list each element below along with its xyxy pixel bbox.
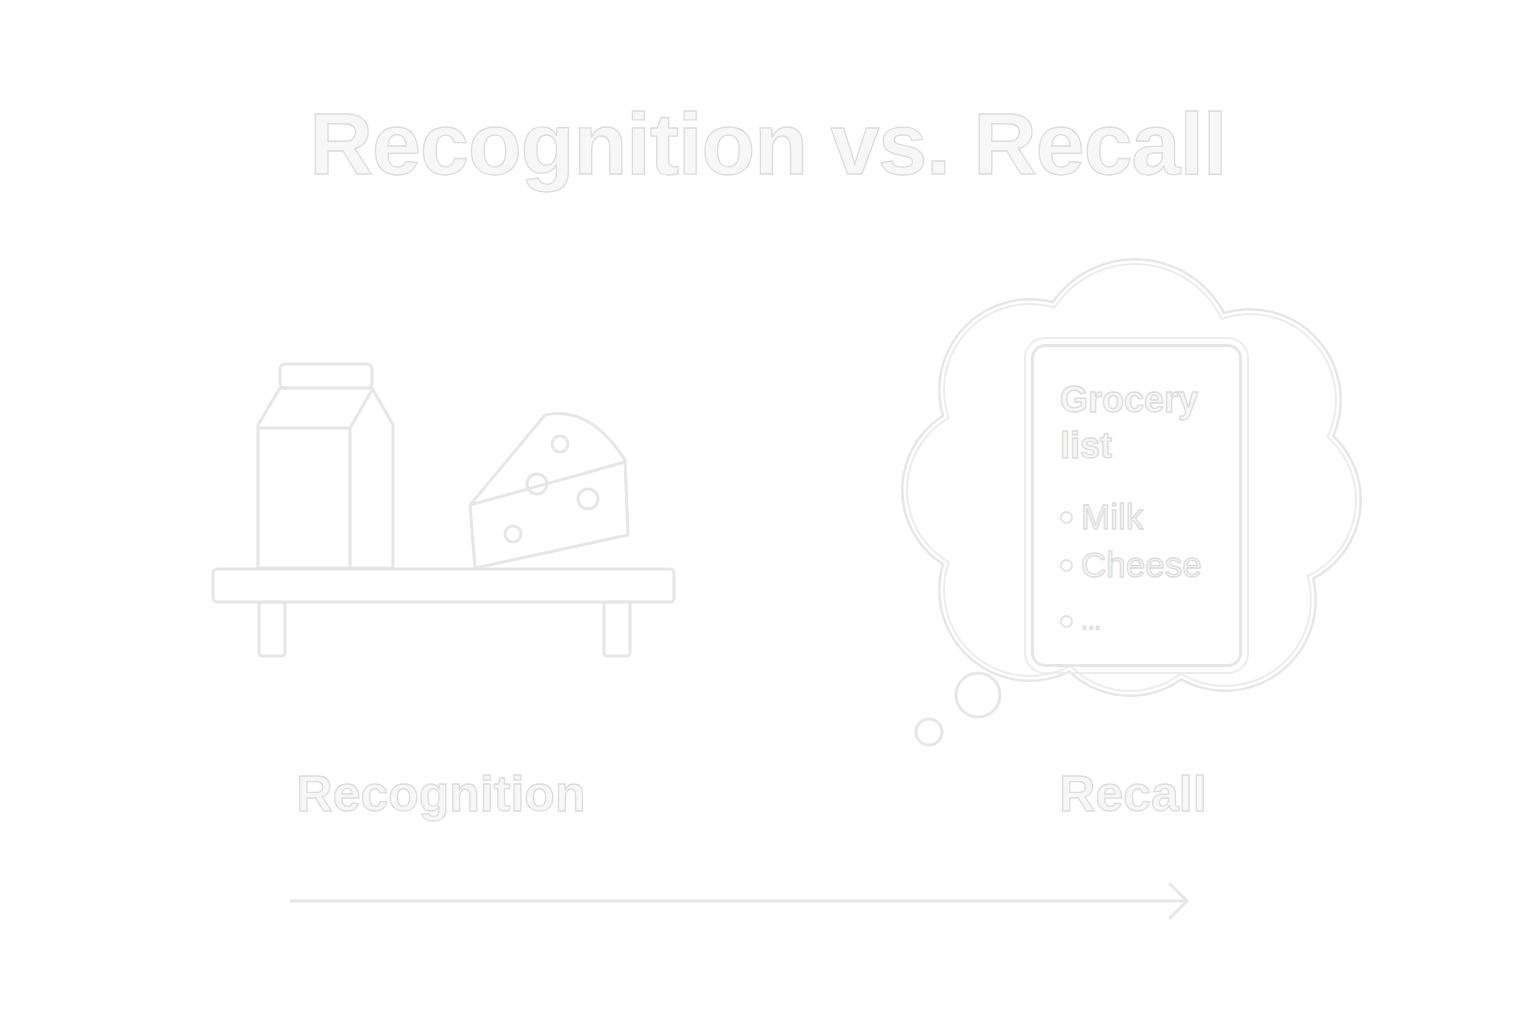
- cheese-hole: [578, 489, 598, 509]
- shelf-leg: [604, 602, 630, 656]
- shelf-illustration: [213, 364, 674, 656]
- thought-bubble: [916, 719, 942, 745]
- list-item: ...: [1081, 599, 1101, 643]
- shelf-plank: [213, 569, 674, 602]
- thought-cloud: [908, 265, 1355, 690]
- carton-fold: [258, 390, 372, 568]
- bullet-dot: [1060, 615, 1073, 628]
- cheese-hole: [527, 474, 547, 494]
- section-label: Recall: [1059, 764, 1206, 824]
- cheese-hole: [552, 436, 568, 452]
- thought-bubble: [956, 673, 1000, 717]
- cheese-edge: [470, 462, 625, 505]
- arrow-head: [1170, 884, 1187, 918]
- list-heading: Grocery list: [1060, 379, 1198, 466]
- diagram-title: Recognition vs. Recall: [0, 92, 1536, 196]
- shelf-leg: [259, 602, 285, 656]
- bullet-dot: [1060, 559, 1073, 572]
- list-item: Cheese: [1081, 543, 1202, 587]
- thought-bubbles: [916, 673, 1000, 745]
- section-label: Recognition: [297, 764, 586, 824]
- list-item: Milk: [1081, 495, 1143, 539]
- grocery-list-card: Grocery listMilkCheese...: [1031, 344, 1242, 667]
- progress-arrow: [291, 884, 1187, 918]
- arrow-shaft: [291, 900, 1186, 903]
- carton-cap: [280, 364, 372, 388]
- bullet-dot: [1060, 511, 1073, 524]
- cheese-wedge: [470, 413, 628, 568]
- cheese-hole: [505, 526, 521, 542]
- milk-carton: [258, 388, 393, 568]
